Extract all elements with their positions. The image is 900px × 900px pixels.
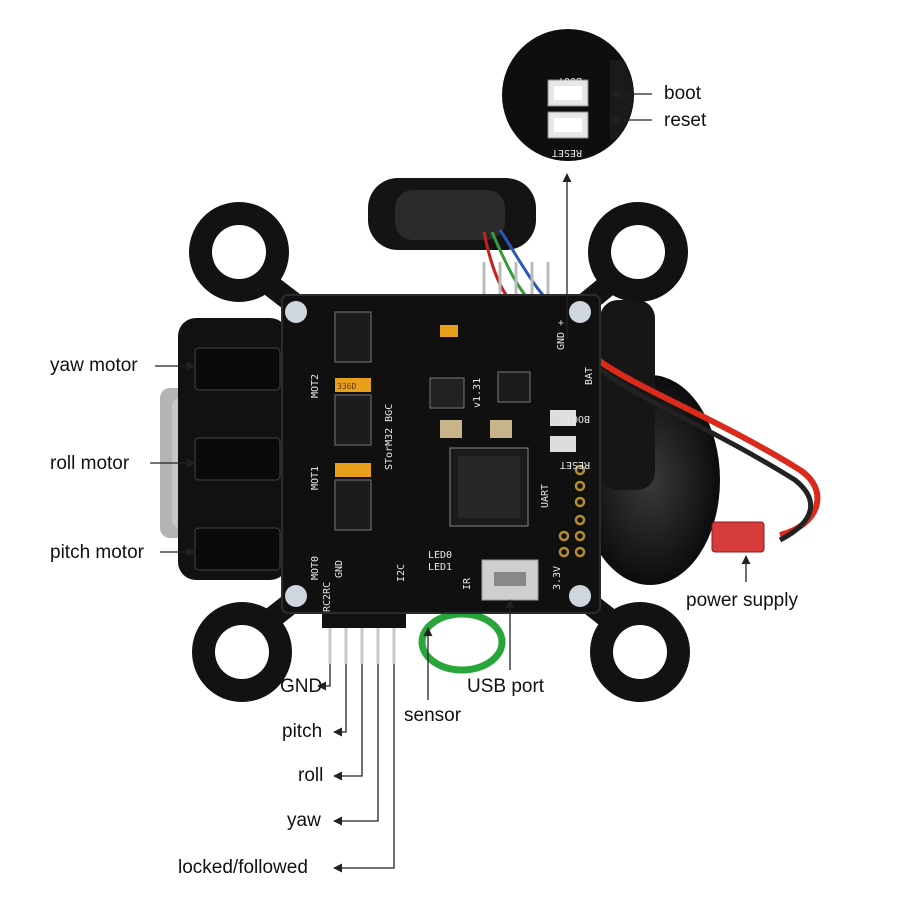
silk-mot1: MOT1 — [310, 466, 321, 490]
zoom-inset: BOOT RESET — [502, 29, 634, 161]
zoom-silk-reset: RESET — [552, 147, 582, 158]
power-connector — [711, 521, 765, 553]
callout-lines — [150, 89, 751, 873]
silk-rc2rc: RC2RC — [322, 582, 333, 612]
silk-i2c: I2C — [396, 564, 407, 582]
silk-uart: UART — [540, 484, 551, 508]
label-gnd: GND — [280, 676, 323, 697]
silk-cap-code: 336D — [337, 382, 356, 391]
label-yaw: yaw — [287, 810, 321, 831]
label-reset: reset — [664, 110, 707, 131]
silk-reset: RESET — [560, 459, 590, 470]
label-usb-port: USB port — [467, 676, 545, 697]
label-roll: roll — [298, 765, 324, 786]
label-yaw-motor: yaw motor — [50, 355, 138, 376]
label-pitch: pitch — [282, 721, 323, 742]
silk-led0: LED0 — [428, 550, 452, 561]
silk-mot2: MOT2 — [310, 374, 321, 398]
silk-ir: IR — [462, 577, 473, 590]
label-roll-motor: roll motor — [50, 453, 130, 474]
silk-3v3: 3.3V — [552, 566, 563, 590]
label-power-supply: power supply — [686, 590, 798, 611]
pcb-board: STorM32 BGC v1.31 MOT2 MOT1 MOT0 BOOT RE… — [281, 294, 601, 614]
silk-bat: BAT — [584, 367, 595, 385]
silk-boot: BOOT — [566, 413, 590, 424]
rc-pin-header — [322, 614, 406, 664]
silk-version: v1.31 — [472, 378, 483, 408]
label-sensor: sensor — [404, 705, 462, 726]
label-boot: boot — [664, 83, 701, 104]
label-pitch-motor: pitch motor — [50, 542, 144, 563]
silk-led1: LED1 — [428, 562, 452, 573]
zoom-silk-boot: BOOT — [558, 75, 582, 86]
silk-board-name: STorM32 BGC — [384, 404, 395, 470]
label-locked-followed: locked/followed — [178, 857, 308, 878]
motor-connectors — [194, 347, 281, 571]
silk-gnd: GND — [334, 560, 345, 578]
silk-mot0: MOT0 — [310, 556, 321, 580]
silk-gnd-vcc: GND + — [556, 320, 567, 350]
